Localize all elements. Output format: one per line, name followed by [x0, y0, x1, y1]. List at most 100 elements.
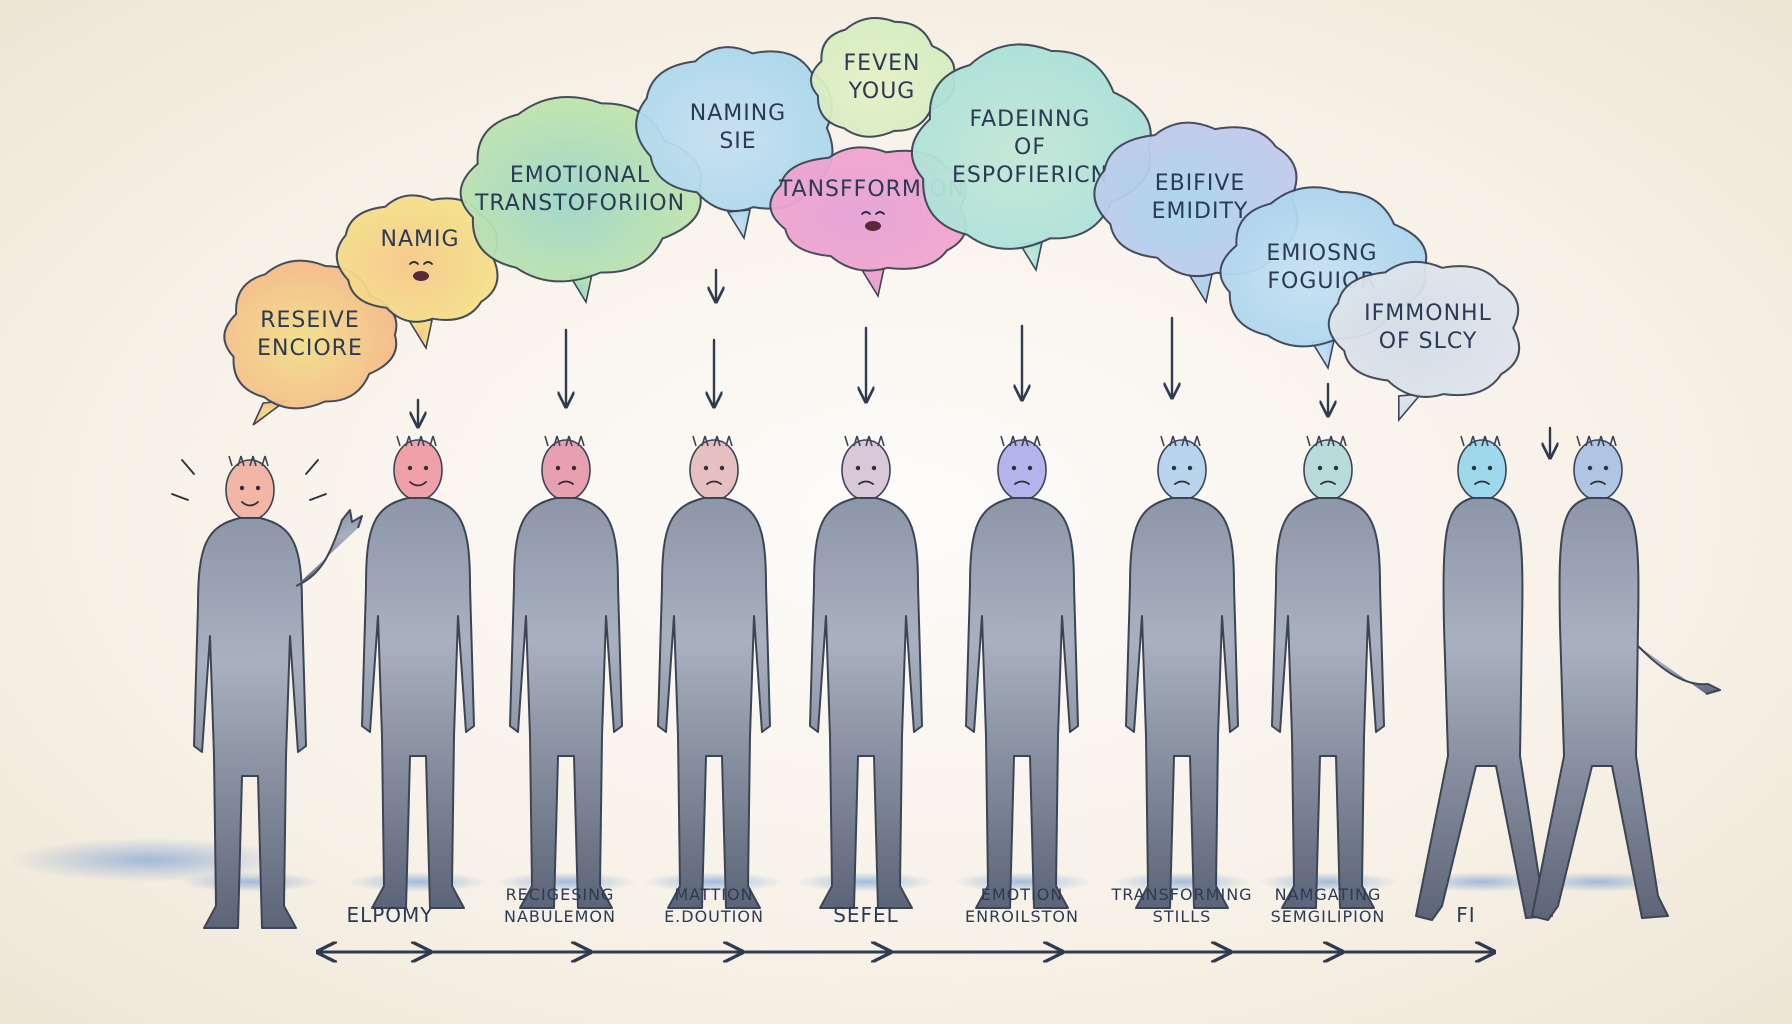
- bubble-text: EMOTIONAL: [510, 163, 650, 188]
- stage-label: NAMGATING: [1275, 885, 1382, 904]
- excitement-mark: [181, 459, 195, 475]
- figure-eye: [855, 465, 861, 471]
- stage-label: SEMGILIPION: [1271, 907, 1386, 926]
- figure-mouth: [409, 481, 427, 487]
- stage-label: MATTION: [674, 885, 753, 904]
- stage-label: NABULEMON: [504, 907, 616, 926]
- bubble-text: OF SLCY: [1379, 329, 1478, 354]
- stage-label: ENROILSTON: [965, 907, 1079, 926]
- figure-body: [1415, 497, 1553, 921]
- figure-eye: [1171, 465, 1177, 471]
- stage-label: SEFEL: [833, 903, 899, 927]
- figure-eye: [407, 465, 413, 471]
- figure-body: [193, 517, 307, 929]
- figure-body: [1271, 497, 1385, 909]
- figure-eye: [1011, 465, 1017, 471]
- stage-label: STILLS: [1153, 907, 1212, 926]
- figure-eye: [1471, 465, 1477, 471]
- figure-eye: [719, 465, 725, 471]
- thought-bubble: NAMIG: [335, 194, 499, 351]
- figure-head: [1303, 439, 1353, 501]
- person-figure: [361, 435, 475, 909]
- bubble-text: FEVEN: [844, 51, 921, 76]
- figure-eye: [703, 465, 709, 471]
- bubble-shape: [810, 16, 956, 138]
- figure-mouth: [706, 480, 722, 485]
- figure-mouth: [558, 480, 574, 485]
- figure-eye: [1333, 465, 1339, 471]
- bubble-tail: [1398, 393, 1423, 423]
- excitement-mark: [305, 459, 319, 475]
- figure-eye: [571, 465, 577, 471]
- figure-eye: [239, 485, 245, 491]
- figure-shadow: [348, 872, 488, 892]
- figure-eye: [1317, 465, 1323, 471]
- stage-label: RECIGESING: [506, 885, 615, 904]
- stage-label: TRANSFORMING: [1110, 885, 1252, 904]
- face-eye-icon: [861, 211, 871, 215]
- person-figure: [965, 435, 1079, 909]
- figure-body: [361, 497, 475, 909]
- figure-hair: [1576, 435, 1617, 447]
- bubble-text: SIE: [719, 129, 756, 154]
- figure-mouth: [1014, 480, 1030, 485]
- figure-hair: [1000, 435, 1041, 447]
- figure-eye: [1587, 465, 1593, 471]
- bubble-text: TRANSTOFORIION: [474, 191, 685, 216]
- person-figure: [1415, 435, 1553, 921]
- person-figure: [1271, 435, 1385, 909]
- figures: [171, 435, 1721, 929]
- figure-head: [1157, 439, 1207, 501]
- figure-hair: [228, 455, 269, 467]
- figure-hair: [1306, 435, 1347, 447]
- thought-bubbles: RESEIVEENCIORENAMIGEMOTIONALTRANSTOFORII…: [223, 16, 1521, 426]
- figure-mouth: [241, 501, 259, 507]
- figure-body: [809, 497, 923, 909]
- figure-hair: [692, 435, 733, 447]
- figure-hair: [544, 435, 585, 447]
- stage-label: FI: [1456, 903, 1475, 927]
- figure-mouth: [1320, 480, 1336, 485]
- bubble-text: NAMIG: [380, 227, 459, 252]
- bubble-shape: [910, 43, 1152, 250]
- person-figure: [509, 435, 623, 909]
- figure-body: [509, 497, 623, 909]
- bubble-text: OF: [1014, 135, 1046, 160]
- figure-mouth: [1174, 480, 1190, 485]
- figure-mouth: [858, 480, 874, 485]
- bubble-text: EBIFIVE: [1155, 171, 1246, 196]
- figure-shadow: [796, 872, 936, 892]
- figure-body: [1125, 497, 1239, 909]
- stage-labels: ELPOMYRECIGESINGNABULEMONMATTIONE.DOUTIO…: [346, 885, 1475, 927]
- person-figure: [657, 435, 771, 909]
- figure-eye: [555, 465, 561, 471]
- bubble-tail: [1188, 273, 1214, 305]
- figure-head: [841, 439, 891, 501]
- bubble-text: YOUG: [848, 79, 916, 104]
- figure-hair: [1160, 435, 1201, 447]
- excitement-mark: [309, 493, 327, 501]
- figure-hair: [396, 435, 437, 447]
- bubble-tail: [860, 267, 886, 299]
- bubble-tail: [408, 319, 434, 351]
- bubble-text: EMIOSNG: [1266, 241, 1377, 266]
- figure-hair: [844, 435, 885, 447]
- figure-eye: [255, 485, 261, 491]
- person-figure: [809, 435, 923, 909]
- face-eye-icon: [423, 261, 433, 265]
- person-figure: [1125, 435, 1239, 909]
- figure-head: [1457, 439, 1507, 501]
- figure-head: [1573, 439, 1623, 501]
- figure-head: [689, 439, 739, 501]
- person-figure: [1531, 435, 1721, 921]
- bubble-text: ESPOFIERICN: [952, 163, 1108, 188]
- figure-body: [965, 497, 1079, 909]
- figure-eye: [1187, 465, 1193, 471]
- face-eye-icon: [409, 261, 419, 265]
- figure-head: [225, 459, 275, 521]
- bubble-tail: [726, 209, 752, 241]
